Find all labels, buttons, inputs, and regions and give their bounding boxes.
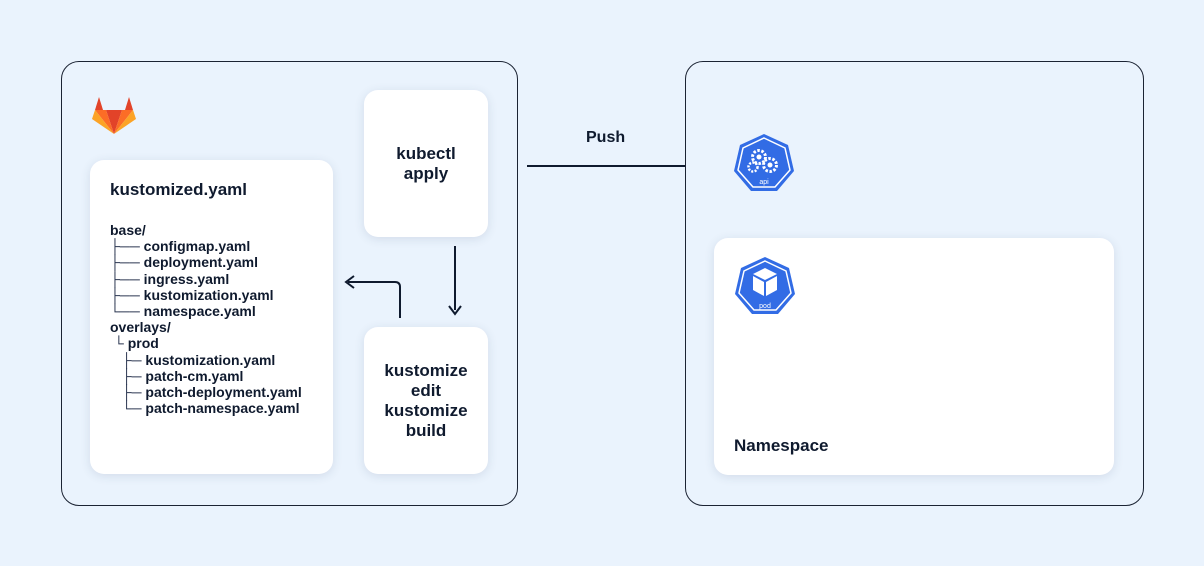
tree-entry-name: configmap.yaml: [143, 238, 251, 255]
kubectl-apply-card: kubectl apply: [364, 90, 488, 237]
tree-entry-name: kustomization.yaml: [145, 351, 276, 368]
tree-entry-name: namespace.yaml: [143, 303, 256, 320]
tree-branch-glyph: ├──: [110, 286, 144, 303]
file-tree-line: base/: [110, 222, 323, 238]
file-tree-line: ├─ patch-cm.yaml: [110, 368, 323, 384]
tree-entry-name: patch-cm.yaml: [145, 367, 244, 384]
api-icon-caption: api: [759, 179, 769, 186]
kustomize-build-label-2: build: [405, 420, 447, 440]
tree-entry-name: deployment.yaml: [143, 254, 259, 271]
tree-branch-glyph: └─: [110, 400, 146, 417]
tree-entry-name: base/: [110, 222, 146, 238]
tree-branch-glyph: └: [110, 335, 128, 352]
apply-label: apply: [403, 163, 449, 183]
kubernetes-api-icon: api: [734, 134, 794, 191]
file-tree-line: └ prod: [110, 335, 323, 351]
tree-entry-name: patch-deployment.yaml: [145, 384, 302, 401]
tree-branch-glyph: ├─: [110, 367, 146, 384]
file-tree-line: └─ patch-namespace.yaml: [110, 400, 323, 416]
file-tree-line: ├── deployment.yaml: [110, 254, 323, 270]
kubectl-label: kubectl: [396, 143, 456, 163]
push-label: Push: [586, 129, 626, 146]
file-tree-line: overlays/: [110, 319, 323, 335]
tree-branch-glyph: ├──: [110, 238, 144, 255]
kubernetes-pod-icon: pod: [735, 257, 795, 314]
tree-branch-glyph: ├─: [110, 384, 146, 401]
kustomize-card: kustomize edit kustomize build: [364, 327, 488, 474]
file-tree-line: ├── ingress.yaml: [110, 271, 323, 287]
kustomize-edit-label-2: edit: [410, 380, 442, 400]
tree-entry-name: kustomization.yaml: [143, 286, 274, 303]
tree-branch-glyph: ├──: [110, 270, 144, 287]
arrow-down: [448, 246, 462, 316]
pod-icon-caption: pod: [759, 303, 771, 310]
file-tree: base/├── configmap.yaml├── deployment.ya…: [110, 222, 323, 416]
file-tree-line: ├── kustomization.yaml: [110, 287, 323, 303]
kustomization-file-card: kustomized.yaml base/├── configmap.yaml├…: [90, 160, 333, 474]
kustomize-build-label-1: kustomize: [384, 400, 468, 420]
file-card-title: kustomized.yaml: [110, 180, 247, 199]
tree-entry-name: overlays/: [110, 319, 171, 336]
arrow-to-file-card: [344, 275, 401, 318]
tree-branch-glyph: ├─: [110, 351, 146, 368]
tree-branch-glyph: └──: [110, 303, 144, 320]
tree-entry-name: patch-namespace.yaml: [145, 400, 300, 417]
file-tree-line: ├── configmap.yaml: [110, 238, 323, 254]
file-tree-line: ├─ kustomization.yaml: [110, 352, 323, 368]
kustomize-edit-label-1: kustomize: [384, 360, 468, 380]
file-tree-line: ├─ patch-deployment.yaml: [110, 384, 323, 400]
tree-branch-glyph: ├──: [110, 254, 144, 271]
tree-entry-name: ingress.yaml: [143, 270, 230, 287]
gitlab-icon: [92, 97, 136, 134]
tree-entry-name: prod: [127, 335, 159, 352]
file-tree-line: └── namespace.yaml: [110, 303, 323, 319]
namespace-label: Namespace: [734, 436, 829, 455]
